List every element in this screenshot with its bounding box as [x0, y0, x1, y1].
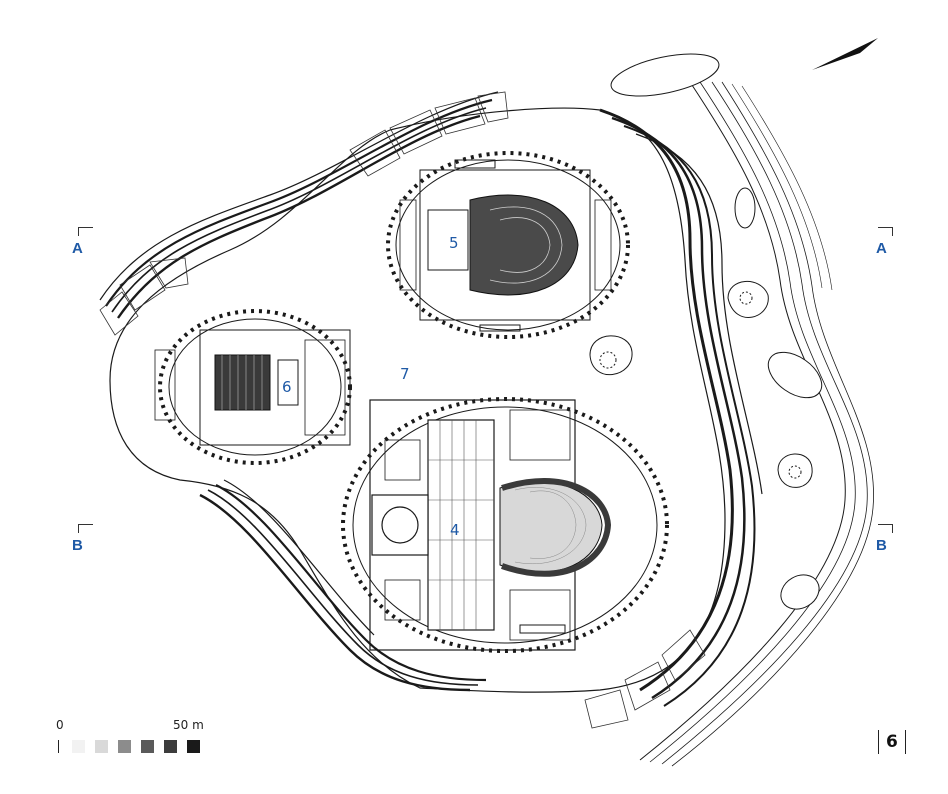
landscape-ribbons: [639, 81, 874, 767]
glazed-panels-southeast: [584, 629, 706, 729]
scale-swatch: [118, 740, 131, 753]
scale-end-label: 50 m: [173, 718, 204, 732]
scale-swatch: [141, 740, 154, 753]
hall-4-label: 4: [450, 521, 460, 539]
wall-bands-east: [599, 108, 763, 707]
scale-swatch: [95, 740, 108, 753]
section-marker-a-left: A: [72, 227, 93, 257]
hall-5-plan: [386, 151, 630, 339]
scale-start-tick: [58, 740, 59, 753]
section-marker-a-right: A: [876, 227, 893, 257]
hall-4-plan: [341, 397, 669, 653]
foyer-7-label: 7: [400, 365, 410, 383]
planters: [589, 280, 813, 488]
hall-6-plan: [154, 309, 352, 465]
scale-start-label: 0: [56, 718, 64, 732]
scale-swatch: [187, 740, 200, 753]
scale-swatch: [164, 740, 177, 753]
hall-5-label: 5: [449, 234, 459, 252]
section-marker-b-right: B: [876, 524, 893, 554]
north-arrow-icon: [812, 38, 878, 70]
page-number: 6: [878, 730, 906, 754]
scale-swatch: [72, 740, 85, 753]
wall-bands-northwest: [99, 91, 499, 319]
hall-6-label: 6: [282, 378, 292, 396]
landscape-islands: [610, 53, 823, 610]
section-marker-b-left: B: [72, 524, 93, 554]
glazed-panels-northwest: [99, 91, 509, 336]
